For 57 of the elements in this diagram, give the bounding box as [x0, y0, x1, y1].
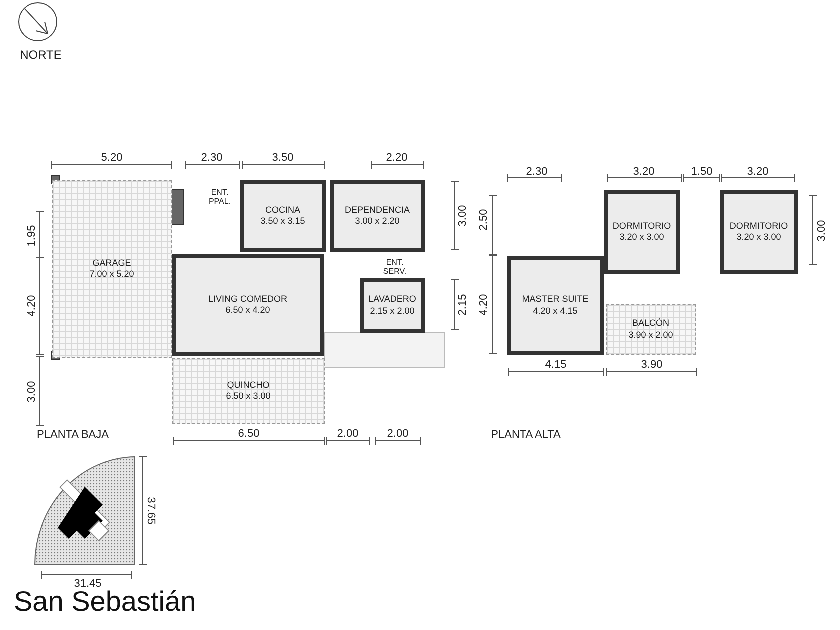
room-size: 3.90 x 2.00 [628, 330, 674, 341]
room-name: LAVADERO [368, 294, 416, 306]
entrance-label: ENT. PPAL. [208, 189, 232, 207]
room-area [172, 254, 324, 356]
room-size: 7.00 x 5.20 [90, 269, 134, 280]
room-size: 3.20 x 3.00 [736, 232, 782, 244]
dimension-label: 37.65 [145, 497, 157, 525]
dimension-label: 2.30 [526, 166, 548, 178]
room-name: DORMITORIO [612, 220, 672, 232]
dimension-label: 4.20 [478, 294, 490, 316]
dimension-label: 3.00 [457, 205, 469, 227]
room-area [604, 190, 680, 274]
dimension-label: 3.90 [641, 359, 663, 371]
open-area [52, 180, 172, 358]
dimension-label: 2.00 [387, 428, 409, 440]
dimension-label: 2.15 [457, 294, 469, 316]
open-area [606, 304, 696, 355]
dimension-label: 5.20 [101, 152, 123, 164]
room-name: BALCÓN [632, 318, 670, 330]
dimension-label: 2.50 [478, 209, 490, 231]
room-name: MASTER SUITE [522, 294, 589, 306]
dimension-label: 3.00 [26, 381, 38, 403]
room-size: 2.15 x 2.00 [370, 306, 415, 317]
room-name: DEPENDENCIA [344, 204, 410, 216]
north-label: NORTE [20, 48, 62, 62]
dimension-label: 3.20 [633, 166, 655, 178]
room-name: COCINA [265, 204, 300, 216]
plan-title: PLANTA ALTA [491, 429, 561, 441]
room-area [240, 180, 326, 252]
room-name: DORMITORIO [730, 220, 788, 232]
room-area [360, 278, 425, 333]
entrance-label: ENT. SERV. [382, 259, 408, 277]
dimension-label: 2.30 [201, 152, 223, 164]
room-size: 6.50 x 3.00 [226, 391, 271, 402]
room-area [330, 180, 425, 252]
dimension-label: 1.50 [691, 166, 713, 178]
dimension-label: 6.50 [238, 428, 260, 440]
room-area [507, 256, 604, 355]
dimension-label: 4.20 [26, 295, 38, 317]
room-size: 6.50 x 4.20 [226, 305, 270, 316]
room-size: 3.50 x 3.15 [260, 216, 306, 228]
room-name: GARAGE [92, 258, 132, 269]
dimension-label: 2.20 [386, 152, 408, 164]
room-size: 3.00 x 2.20 [355, 216, 400, 228]
room-size: 4.20 x 4.15 [533, 306, 578, 317]
open-area [172, 358, 325, 424]
plan-title: PLANTA BAJA [37, 429, 109, 441]
room-area [720, 190, 798, 274]
dimension-label: 3.50 [272, 152, 294, 164]
room-name: LIVING COMEDOR [208, 294, 288, 305]
room-size: 3.20 x 3.00 [620, 232, 664, 244]
dimension-label: 3.00 [816, 220, 828, 242]
dimension-label: 3.20 [747, 166, 769, 178]
dimension-label: 1.95 [26, 225, 38, 247]
dimension-label: 4.15 [545, 359, 567, 371]
room-name: QUINCHO [227, 380, 270, 391]
dimension-label: 2.00 [337, 428, 359, 440]
